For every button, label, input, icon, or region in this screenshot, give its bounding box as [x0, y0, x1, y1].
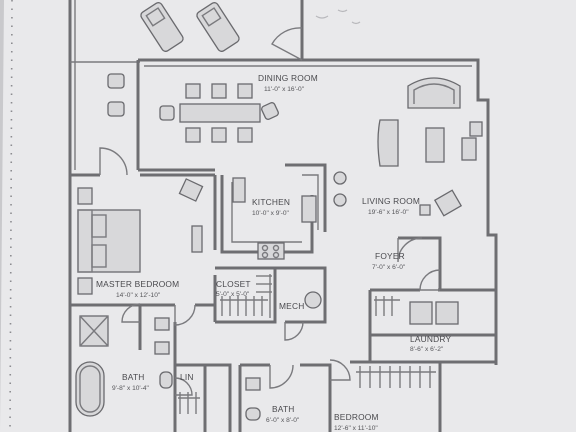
paper-crease — [315, 9, 361, 25]
dining-room-dims: 11'-0" x 16'-0" — [264, 86, 305, 93]
foyer-name: FOYER — [375, 251, 405, 261]
mech-name: MECH — [279, 301, 304, 311]
living-room-sofas — [377, 77, 483, 217]
dining-room-name: DINING ROOM — [258, 73, 318, 83]
linen-name: LIN — [180, 372, 194, 382]
master-bedroom-name: MASTER BEDROOM — [96, 279, 179, 289]
closet-name: CLOSET — [216, 279, 251, 289]
bath-fixtures — [75, 315, 261, 421]
laundry-name: LAUNDRY — [410, 334, 451, 344]
living-room-dims: 19'-6" x 16'-0" — [368, 209, 409, 216]
master-bath-dims: 9'-8" x 10'-4" — [112, 385, 150, 392]
master-bedroom-dims: 14'-0" x 12'-10" — [116, 292, 161, 299]
living-room-name: LIVING ROOM — [362, 196, 420, 206]
bedroom-dims: 12'-6" x 11'-10" — [334, 425, 378, 432]
kitchen-dims: 10'-0" x 9'-0" — [252, 210, 290, 217]
laundry-dims: 8'-6" x 6'-2" — [410, 346, 444, 353]
room-labels: DINING ROOM 11'-0" x 16'-0" KITCHEN 10'-… — [96, 73, 451, 432]
bath-two-dims: 6'-0" x 8'-0" — [266, 417, 300, 424]
bedroom-name: BEDROOM — [334, 412, 379, 422]
dining-table — [159, 83, 279, 143]
bath-two-name: BATH — [272, 404, 295, 414]
kitchen-name: KITCHEN — [252, 197, 290, 207]
master-bed — [77, 178, 204, 295]
lounge-chairs — [140, 2, 240, 52]
closet-shelving — [178, 274, 436, 414]
furniture — [75, 2, 483, 421]
doors — [99, 27, 441, 396]
master-bath-name: BATH — [122, 372, 145, 382]
foyer-dims: 7'-0" x 6'-0" — [372, 264, 406, 271]
walls — [68, 0, 498, 432]
closet-dims: 5'-0" x 5'-0" — [216, 291, 250, 298]
